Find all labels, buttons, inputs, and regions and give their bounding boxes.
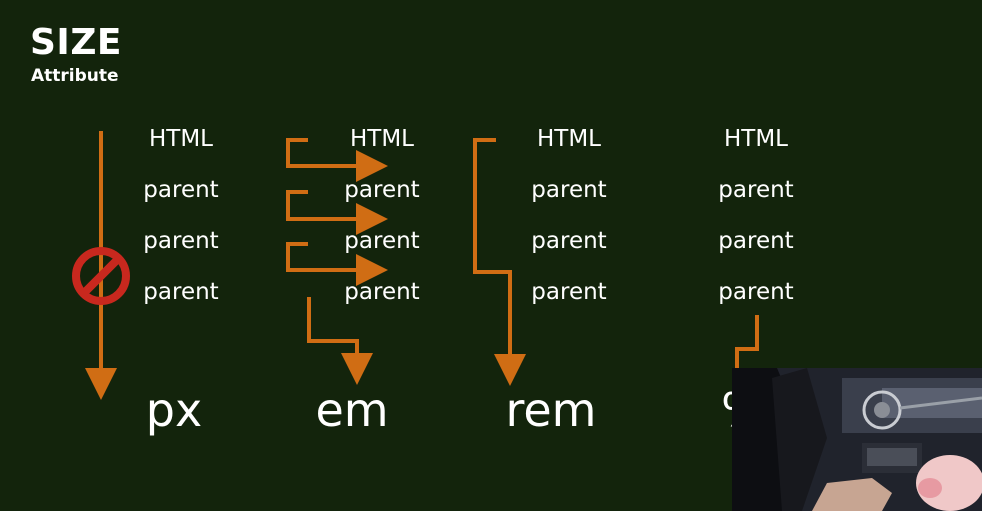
percent-html-label: HTML bbox=[723, 126, 788, 152]
px-parent-label-2: parent bbox=[143, 228, 219, 254]
rem-html-label: HTML bbox=[536, 126, 601, 152]
slide-title: SIZE bbox=[30, 22, 123, 63]
em-parent-label-2: parent bbox=[344, 228, 420, 254]
em-arrow-2 bbox=[286, 190, 388, 235]
rem-unit-label: rem bbox=[505, 383, 597, 437]
percent-parent-label-3: parent bbox=[718, 279, 794, 305]
px-html-label: HTML bbox=[148, 126, 213, 152]
rem-parent-label-2: parent bbox=[531, 228, 607, 254]
rem-arrow bbox=[473, 138, 526, 386]
em-arrow-3 bbox=[286, 242, 388, 286]
px-parent-label-1: parent bbox=[143, 177, 219, 203]
percent-parent-label-1: parent bbox=[718, 177, 794, 203]
prohibited-icon bbox=[72, 247, 130, 305]
em-unit-label: em bbox=[315, 383, 389, 437]
percent-arrow bbox=[735, 315, 759, 368]
em-arrow-1 bbox=[286, 138, 388, 182]
slide-subtitle: Attribute bbox=[31, 66, 119, 86]
percent-parent-label-2: parent bbox=[718, 228, 794, 254]
rem-parent-label-3: parent bbox=[531, 279, 607, 305]
em-parent-label-3: parent bbox=[344, 279, 420, 305]
rem-parent-label-1: parent bbox=[531, 177, 607, 203]
px-unit-label: px bbox=[145, 383, 203, 437]
webcam-overlay bbox=[732, 368, 982, 511]
em-parent-label-1: parent bbox=[344, 177, 420, 203]
px-parent-label-3: parent bbox=[143, 279, 219, 305]
em-arrow-4 bbox=[307, 297, 373, 385]
em-html-label: HTML bbox=[349, 126, 414, 152]
